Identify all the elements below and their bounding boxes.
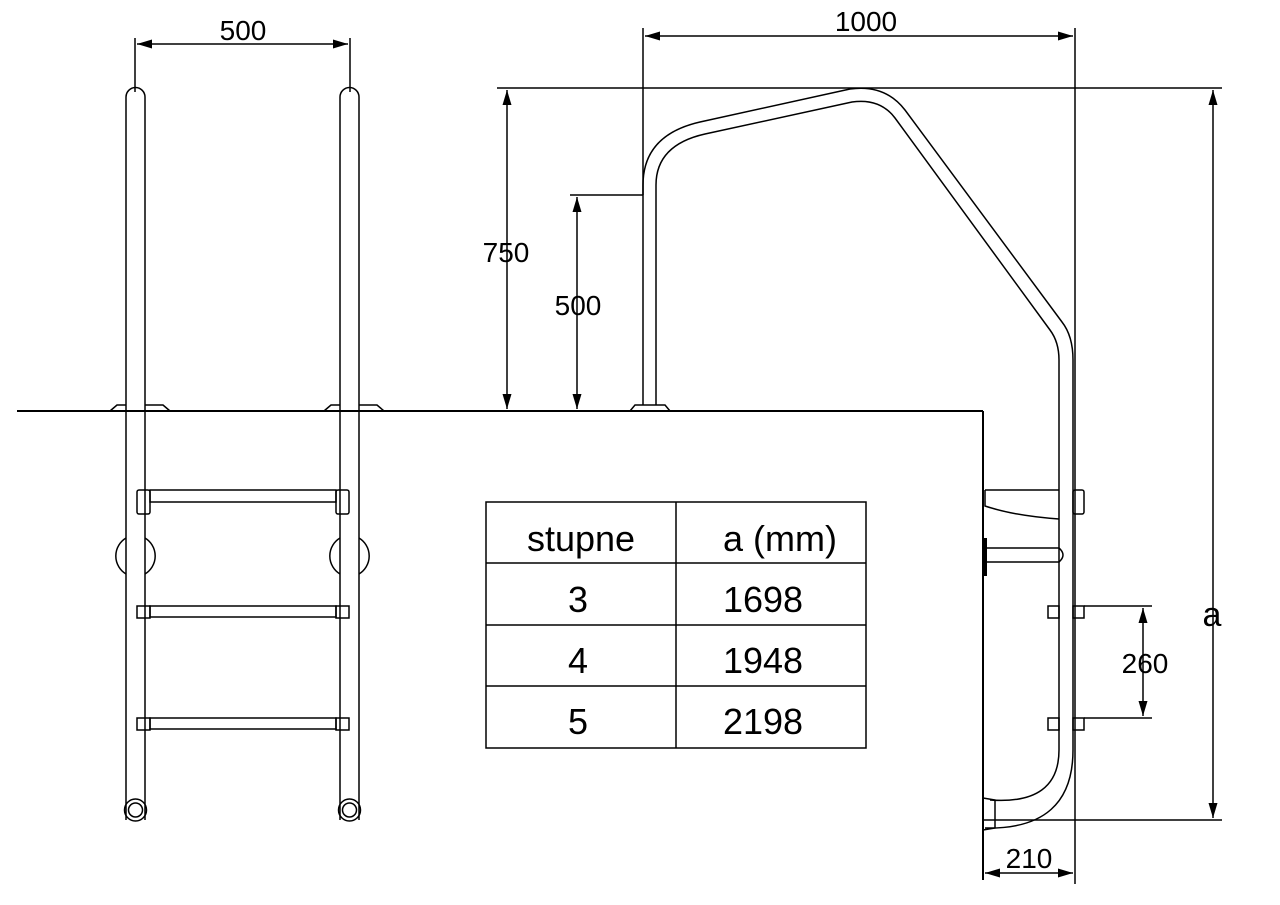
- tread: [136, 605, 350, 619]
- dim-total-width: 1000: [835, 6, 897, 37]
- table-cell: 3: [568, 579, 588, 620]
- pool-edge: [17, 410, 984, 880]
- dimension-lines: [134, 28, 1222, 884]
- table-cell: 1948: [723, 640, 803, 681]
- table-cell: 1698: [723, 579, 803, 620]
- table-cell: 5: [568, 701, 588, 742]
- dim-grip-height: 500: [555, 290, 602, 321]
- ladder-side-view: [629, 87, 1085, 831]
- tread: [136, 489, 350, 515]
- table-cell: 4: [568, 640, 588, 681]
- tread: [136, 717, 350, 731]
- ladder-front-view: [109, 86, 385, 822]
- dim-left-width: 500: [220, 15, 267, 46]
- dim-height-a: a: [1203, 596, 1222, 634]
- table-header-steps: stupne: [527, 518, 635, 559]
- table-cell: 2198: [723, 701, 803, 742]
- dim-handrail-height: 750: [483, 237, 530, 268]
- height-table: stupne a (mm) 3 1698 4 1948 5 2198: [485, 501, 867, 749]
- table-header-height: a (mm): [723, 518, 837, 559]
- dim-step-spacing: 260: [1122, 648, 1169, 679]
- dim-wall-offset: 210: [1006, 843, 1053, 874]
